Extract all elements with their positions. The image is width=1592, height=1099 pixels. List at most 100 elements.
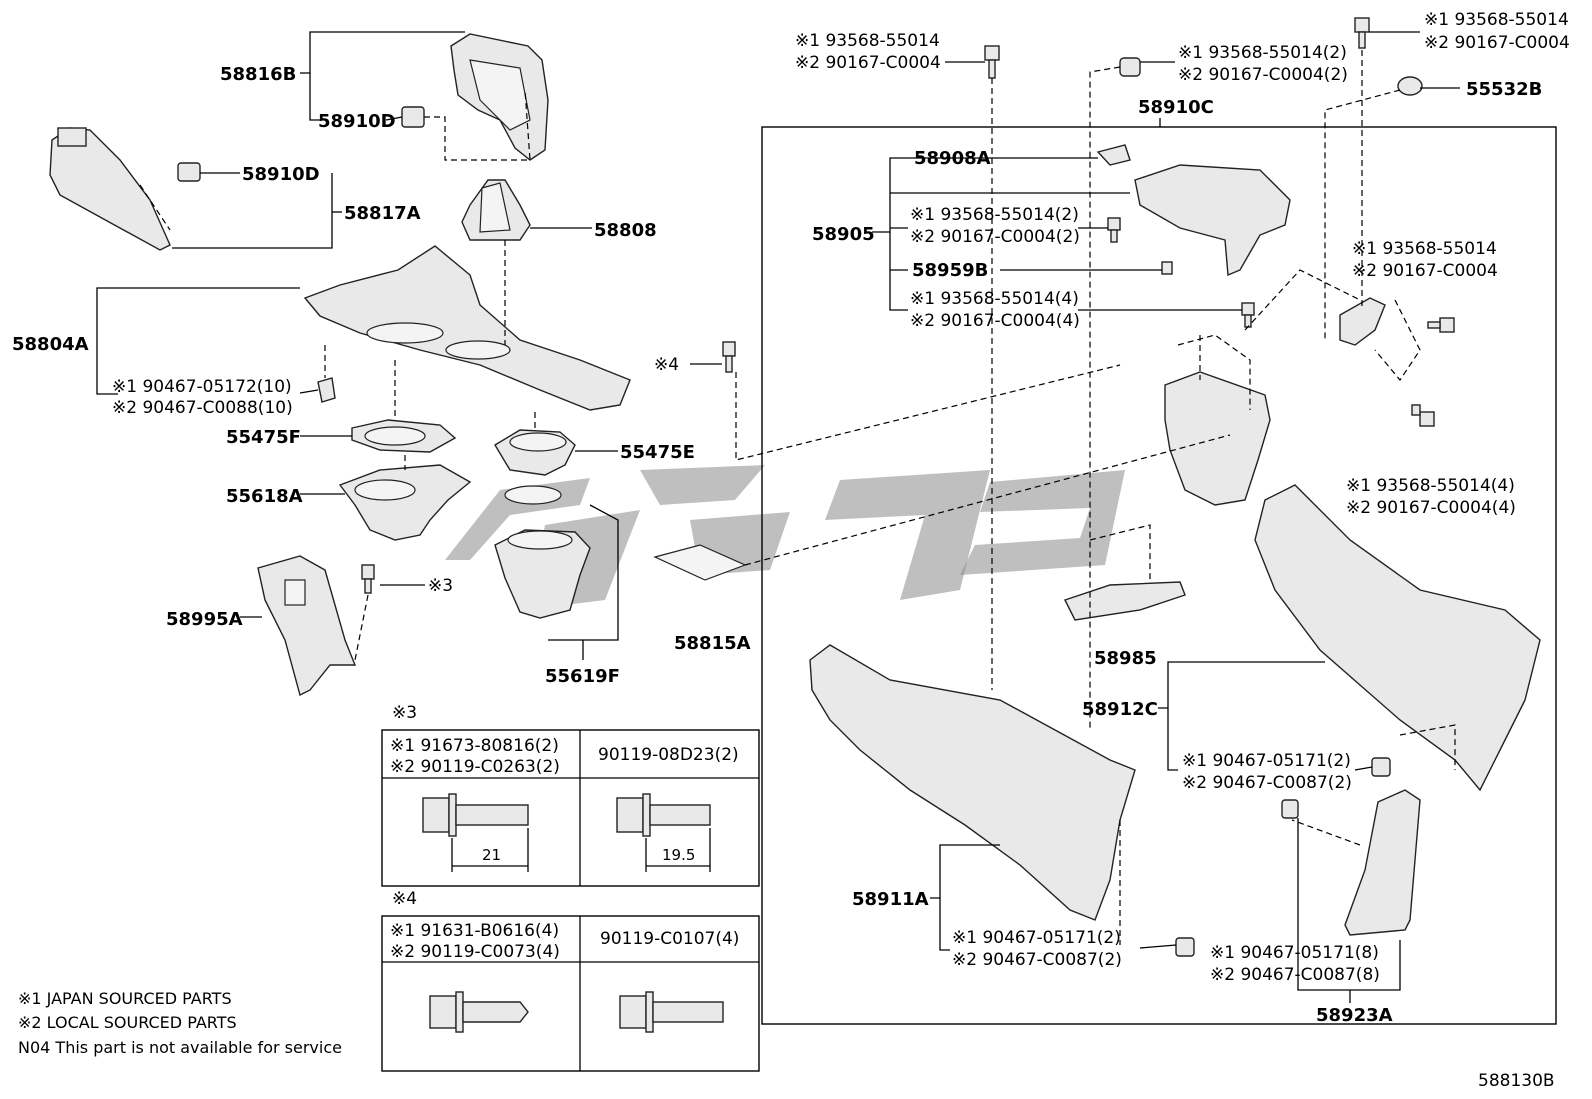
clip-top-mid (1119, 57, 1141, 77)
bolt-top-right (1354, 17, 1370, 49)
clip-55532B (1397, 76, 1423, 96)
part-58804A-shape (303, 245, 631, 411)
part-58905-lid (1134, 164, 1291, 277)
label-d-note2: ※2 90167-C0004(4) (1346, 498, 1516, 518)
clip-58959B (1161, 261, 1173, 275)
label-mid-note1: ※1 93568-55014(2) (1178, 43, 1347, 63)
label-58815A: 58815A (674, 633, 751, 654)
label-58804A: 58804A (12, 334, 89, 355)
label-g-note2: ※2 90467-C0087(8) (1210, 965, 1380, 985)
table4-right: 90119-C0107(4) (600, 929, 739, 949)
label-e-note1: ※1 90467-05171(2) (1182, 751, 1351, 771)
label-b-note1: ※1 93568-55014(4) (910, 289, 1079, 309)
part-55618A-shape (338, 464, 472, 541)
part-console-box (1164, 371, 1271, 506)
label-mid-note2: ※2 90167-C0004(2) (1178, 65, 1348, 85)
bolt-drawing-ref4-left (429, 991, 529, 1033)
label-55532B: 55532B (1466, 79, 1542, 100)
label-58816B: 58816B (220, 64, 296, 85)
table3-left-n1: ※1 91673-80816(2) (390, 736, 559, 756)
label-f-note1: ※1 90467-05171(2) (952, 928, 1121, 948)
label-58910C: 58910C (1138, 97, 1214, 118)
label-a-note2: ※2 90167-C0004(2) (910, 227, 1080, 247)
part-58985-bracket (1064, 581, 1186, 621)
bolt-top-left (984, 45, 1000, 79)
label-a-note1: ※1 93568-55014(2) (910, 205, 1079, 225)
label-c-note1: ※1 93568-55014 (1352, 239, 1497, 259)
label-top-note2: ※2 90167-C0004 (795, 53, 941, 73)
leaders-left (96, 31, 722, 660)
label-g-note1: ※1 90467-05171(8) (1210, 943, 1379, 963)
label-58817A: 58817A (344, 203, 421, 224)
clip-58911A (1175, 937, 1195, 957)
clip-58923A (1281, 799, 1299, 819)
label-58804A-note1: ※1 90467-05172(10) (112, 377, 292, 397)
table4-marker: ※4 (392, 889, 417, 909)
part-58995A-shape (257, 555, 357, 697)
bolt-58905-a (1107, 217, 1121, 243)
label-c-note2: ※2 90167-C0004 (1352, 261, 1498, 281)
bolt-right-c (1427, 317, 1455, 333)
note-japan-sourced: ※1 JAPAN SOURCED PARTS (18, 989, 232, 1008)
table-ref3: ※3 ※1 91673-80816(2) ※2 90119-C0263(2) 9… (381, 703, 760, 887)
label-58959B: 58959B (912, 260, 988, 281)
part-58816B-shape (450, 33, 549, 161)
part-ref3-bolt (361, 564, 375, 594)
table-ref4: ※4 ※1 91631-B0616(4) ※2 90119-C0073(4) 9… (381, 889, 760, 1072)
label-58995A: 58995A (166, 609, 243, 630)
label-55619F: 55619F (545, 666, 620, 687)
part-ref4-bolt (722, 341, 736, 373)
part-58923A-boot (1344, 789, 1421, 936)
part-55475E-shape (494, 429, 576, 476)
label-58905: 58905 (812, 224, 875, 245)
label-right-note2: ※2 90167-C0004 (1424, 33, 1570, 53)
label-58804A-note2: ※2 90467-C0088(10) (112, 398, 293, 418)
table4-left-n1: ※1 91631-B0616(4) (390, 921, 559, 941)
bracket-right-hinge (1339, 297, 1386, 346)
label-58911A: 58911A (852, 889, 929, 910)
label-e-note2: ※2 90467-C0087(2) (1182, 773, 1352, 793)
label-55618A: 55618A (226, 486, 303, 507)
label-ref3: ※3 (428, 576, 453, 596)
table4-left-n2: ※2 90119-C0073(4) (390, 942, 560, 962)
table3-dim-left: 21 (482, 846, 501, 864)
label-58908A: 58908A (914, 148, 991, 169)
label-right-note1: ※1 93568-55014 (1424, 10, 1569, 30)
bolt-drawing-ref4-right (619, 991, 724, 1033)
dashed-guides-right (991, 50, 1456, 945)
part-58910D-clip-a (401, 106, 425, 128)
table3-dim-right: 19.5 (662, 846, 695, 864)
bolt-drawing-ref3-right (616, 793, 711, 872)
label-55475E: 55475E (620, 442, 695, 463)
assembly-frame-58910C (761, 126, 1557, 1025)
table3-marker: ※3 (392, 703, 417, 723)
note-not-available: N04 This part is not available for servi… (18, 1038, 342, 1057)
bolt-drawing-ref3-left (422, 793, 529, 872)
label-58910D-a: 58910D (318, 111, 396, 132)
dashed-guides-left (139, 89, 1231, 661)
note-local-sourced: ※2 LOCAL SOURCED PARTS (18, 1013, 237, 1032)
label-ref4: ※4 (654, 355, 679, 375)
part-58910D-clip-b (177, 162, 201, 182)
label-58910D-b: 58910D (242, 164, 320, 185)
label-f-note2: ※2 90467-C0087(2) (952, 950, 1122, 970)
part-58817A-shape (49, 127, 171, 251)
part-90467-clip (317, 377, 336, 403)
part-58911A-panel (809, 644, 1136, 921)
bolt-58905-b (1241, 302, 1255, 328)
table3-right: 90119-08D23(2) (598, 745, 739, 765)
bolt-right-d (1411, 404, 1435, 427)
label-55475F: 55475F (226, 427, 301, 448)
table3-left-n2: ※2 90119-C0263(2) (390, 757, 560, 777)
part-55475F-shape (351, 419, 457, 453)
label-b-note2: ※2 90167-C0004(4) (910, 311, 1080, 331)
label-58985: 58985 (1094, 648, 1157, 669)
part-58912C-panel (1254, 484, 1541, 792)
label-top-note1: ※1 93568-55014 (795, 31, 940, 51)
clip-58912C (1371, 757, 1391, 777)
diagram-id: 588130B (1478, 1071, 1555, 1091)
part-58808-shape (461, 179, 531, 241)
label-d-note1: ※1 93568-55014(4) (1346, 476, 1515, 496)
label-58808: 58808 (594, 220, 657, 241)
